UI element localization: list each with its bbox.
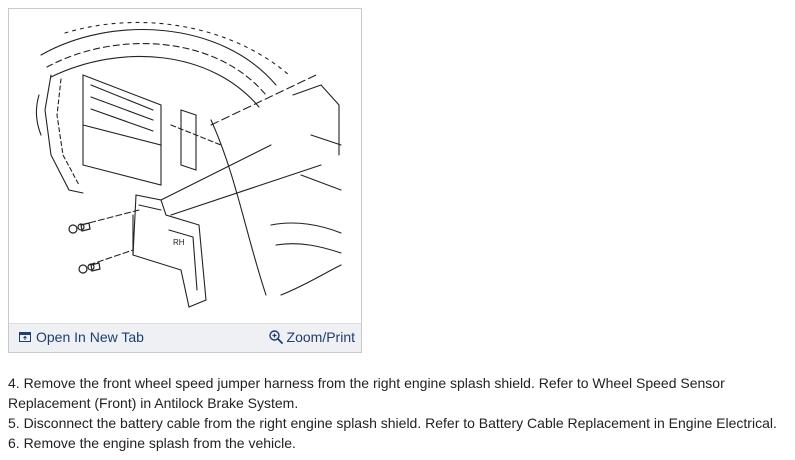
- open-in-new-tab-link[interactable]: Open In New Tab: [19, 329, 144, 345]
- procedure-step: 5. Disconnect the battery cable from the…: [8, 415, 777, 431]
- figure-toolbar: Open In New Tab Zoom/Print: [9, 323, 361, 352]
- open-new-tab-icon: [19, 331, 32, 343]
- open-in-new-tab-label: Open In New Tab: [36, 329, 144, 345]
- procedure-step: 6. Remove the engine splash from the veh…: [8, 435, 296, 451]
- figure-panel: RH Open In New Tab Zoom/Print: [8, 8, 362, 353]
- zoom-in-icon: [268, 330, 283, 344]
- side-marker-label: RH: [173, 238, 185, 247]
- zoom-print-link[interactable]: Zoom/Print: [268, 329, 355, 345]
- splash-shield-diagram[interactable]: RH: [21, 15, 351, 325]
- procedure-steps: 4. Remove the front wheel speed jumper h…: [8, 373, 793, 453]
- zoom-print-label: Zoom/Print: [286, 329, 355, 345]
- procedure-step: 4. Remove the front wheel speed jumper h…: [8, 375, 725, 411]
